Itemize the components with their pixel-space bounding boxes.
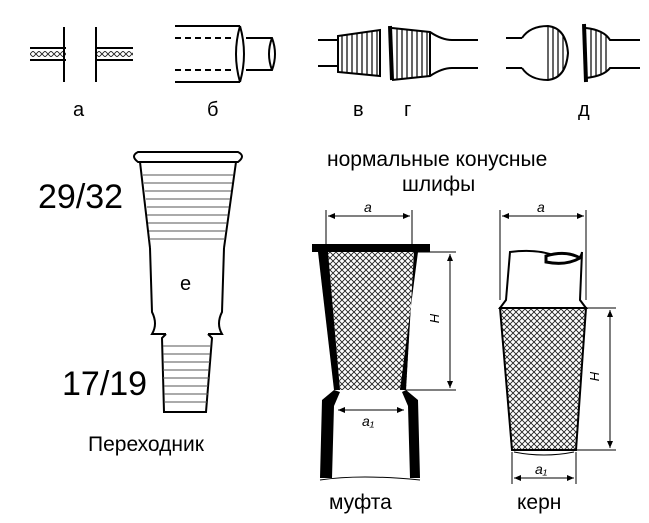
cone-dim-top: a	[537, 199, 545, 215]
joint-v-drawing	[318, 28, 381, 78]
joint-g-drawing	[388, 25, 478, 81]
cone-dim-bottom: a₁	[535, 461, 548, 477]
adapter-caption: Переходник	[88, 433, 204, 456]
cone-drawing	[498, 210, 616, 484]
joint-a-drawing	[30, 27, 133, 82]
socket-dim-bottom: a₁	[362, 413, 375, 429]
adapter-drawing	[133, 151, 243, 413]
label-g: г	[404, 99, 412, 121]
joint-d-drawing	[506, 23, 640, 83]
label-b: б	[207, 99, 219, 121]
joint-b-drawing	[175, 25, 276, 83]
title-line-2: шлифы	[402, 173, 476, 196]
socket-dim-top: a	[364, 199, 372, 215]
label-a: а	[73, 99, 85, 121]
label-v: в	[353, 99, 364, 121]
adapter-bottom-size: 17/19	[62, 365, 148, 403]
cone-caption: керн	[517, 491, 562, 514]
label-d: д	[578, 99, 590, 121]
socket-drawing	[312, 210, 456, 481]
title-line-1: нормальные конусные	[327, 148, 548, 171]
adapter-top-size: 29/32	[38, 178, 124, 216]
adapter-middle-label: е	[180, 273, 192, 295]
socket-caption: муфта	[329, 491, 392, 514]
socket-dim-height: H	[427, 313, 443, 324]
cone-dim-height: H	[587, 371, 603, 382]
